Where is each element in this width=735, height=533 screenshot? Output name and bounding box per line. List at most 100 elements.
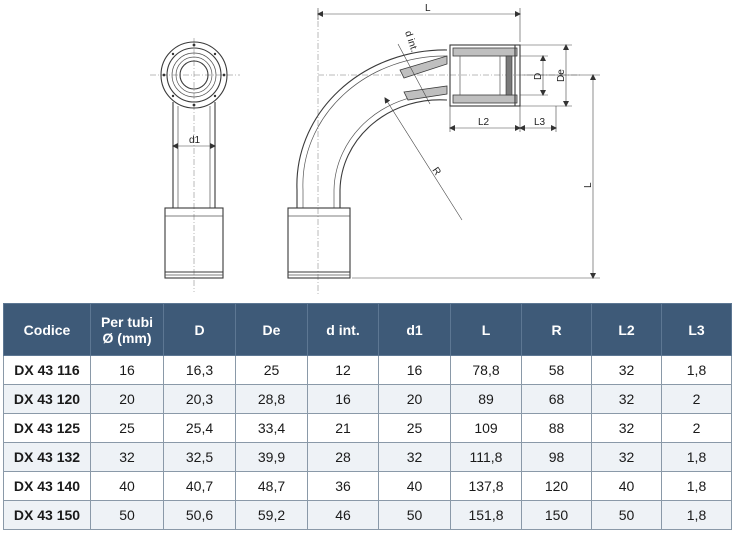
product-code-cell: DX 43 125 [3, 413, 91, 443]
column-header-line1: d int. [326, 321, 360, 338]
table-cell: 20,3 [163, 384, 236, 414]
table-cell: 12 [307, 355, 379, 385]
table-cell: 68 [521, 384, 592, 414]
label-d1: d1 [189, 135, 201, 146]
table-cell: 16 [378, 355, 451, 385]
table-cell: 28 [307, 442, 379, 472]
column-header: L3 [661, 303, 732, 356]
table-cell: 1,8 [661, 355, 732, 385]
table-cell: 32 [591, 413, 662, 443]
column-header-line1: d1 [406, 321, 423, 338]
column-header: d1 [378, 303, 451, 356]
column-header-line1: L [481, 321, 491, 338]
table-cell: 25 [90, 413, 164, 443]
column-header-line1: Per tubi [100, 313, 154, 330]
table-cell: 40,7 [163, 471, 236, 501]
product-code-cell: DX 43 120 [3, 384, 91, 414]
label-L-top: L [425, 3, 431, 14]
table-cell: 46 [307, 500, 379, 530]
table-cell: 111,8 [450, 442, 522, 472]
table-cell: 50 [378, 500, 451, 530]
label-L2: L2 [478, 117, 490, 128]
table-cell: 59,2 [235, 500, 308, 530]
table-cell: 1,8 [661, 500, 732, 530]
table-cell: 78,8 [450, 355, 522, 385]
label-R: R [430, 165, 443, 177]
table-cell: 50 [90, 500, 164, 530]
table-cell: 2 [661, 413, 732, 443]
column-header: L [450, 303, 522, 356]
column-header-line1: D [194, 321, 205, 338]
column-header-line1: L3 [688, 321, 705, 338]
table-cell: 40 [378, 471, 451, 501]
product-code-cell: DX 43 132 [3, 442, 91, 472]
table-cell: 16,3 [163, 355, 236, 385]
table-cell: 32 [591, 355, 662, 385]
front-view: L d int. D De L2 L3 R L [287, 3, 600, 294]
table-cell: 109 [450, 413, 522, 443]
column-header-line1: R [551, 321, 562, 338]
table-cell: 88 [521, 413, 592, 443]
column-header-line1: Codice [23, 321, 71, 338]
table-cell: 20 [90, 384, 164, 414]
table-cell: 32 [378, 442, 451, 472]
table-cell: 58 [521, 355, 592, 385]
table-cell: 16 [307, 384, 379, 414]
table-cell: 32 [591, 384, 662, 414]
label-De: De [556, 69, 567, 82]
table-cell: 1,8 [661, 442, 732, 472]
side-view: d1 [150, 38, 240, 292]
table-cell: 39,9 [235, 442, 308, 472]
label-L3: L3 [534, 117, 546, 128]
table-cell: 20 [378, 384, 451, 414]
table-cell: 36 [307, 471, 379, 501]
table-cell: 32 [90, 442, 164, 472]
table-cell: 40 [591, 471, 662, 501]
table-cell: 40 [90, 471, 164, 501]
column-header-line1: De [262, 321, 281, 338]
column-header: D [163, 303, 236, 356]
table-cell: 32 [591, 442, 662, 472]
table-cell: 28,8 [235, 384, 308, 414]
table-cell: 21 [307, 413, 379, 443]
product-code-cell: DX 43 140 [3, 471, 91, 501]
table-cell: 25 [378, 413, 451, 443]
label-d-int: d int. [402, 30, 419, 54]
product-code-cell: DX 43 150 [3, 500, 91, 530]
column-header-line1: L2 [618, 321, 635, 338]
table-cell: 50 [591, 500, 662, 530]
product-code-cell: DX 43 116 [3, 355, 91, 385]
table-cell: 150 [521, 500, 592, 530]
table-cell: 2 [661, 384, 732, 414]
table-cell: 32,5 [163, 442, 236, 472]
table-cell: 48,7 [235, 471, 308, 501]
table-cell: 1,8 [661, 471, 732, 501]
label-D: D [533, 73, 544, 80]
column-header: Codice [3, 303, 91, 356]
table-cell: 151,8 [450, 500, 522, 530]
column-header: L2 [591, 303, 662, 356]
label-L-side: L [583, 182, 594, 188]
table-cell: 137,8 [450, 471, 522, 501]
table-cell: 50,6 [163, 500, 236, 530]
column-header: De [235, 303, 308, 356]
table-cell: 120 [521, 471, 592, 501]
table-cell: 25,4 [163, 413, 236, 443]
column-header: d int. [307, 303, 379, 356]
table-cell: 16 [90, 355, 164, 385]
table-cell: 33,4 [235, 413, 308, 443]
table-cell: 25 [235, 355, 308, 385]
column-header: R [521, 303, 592, 356]
technical-drawing: d1 L d int. [150, 3, 600, 294]
table-cell: 89 [450, 384, 522, 414]
